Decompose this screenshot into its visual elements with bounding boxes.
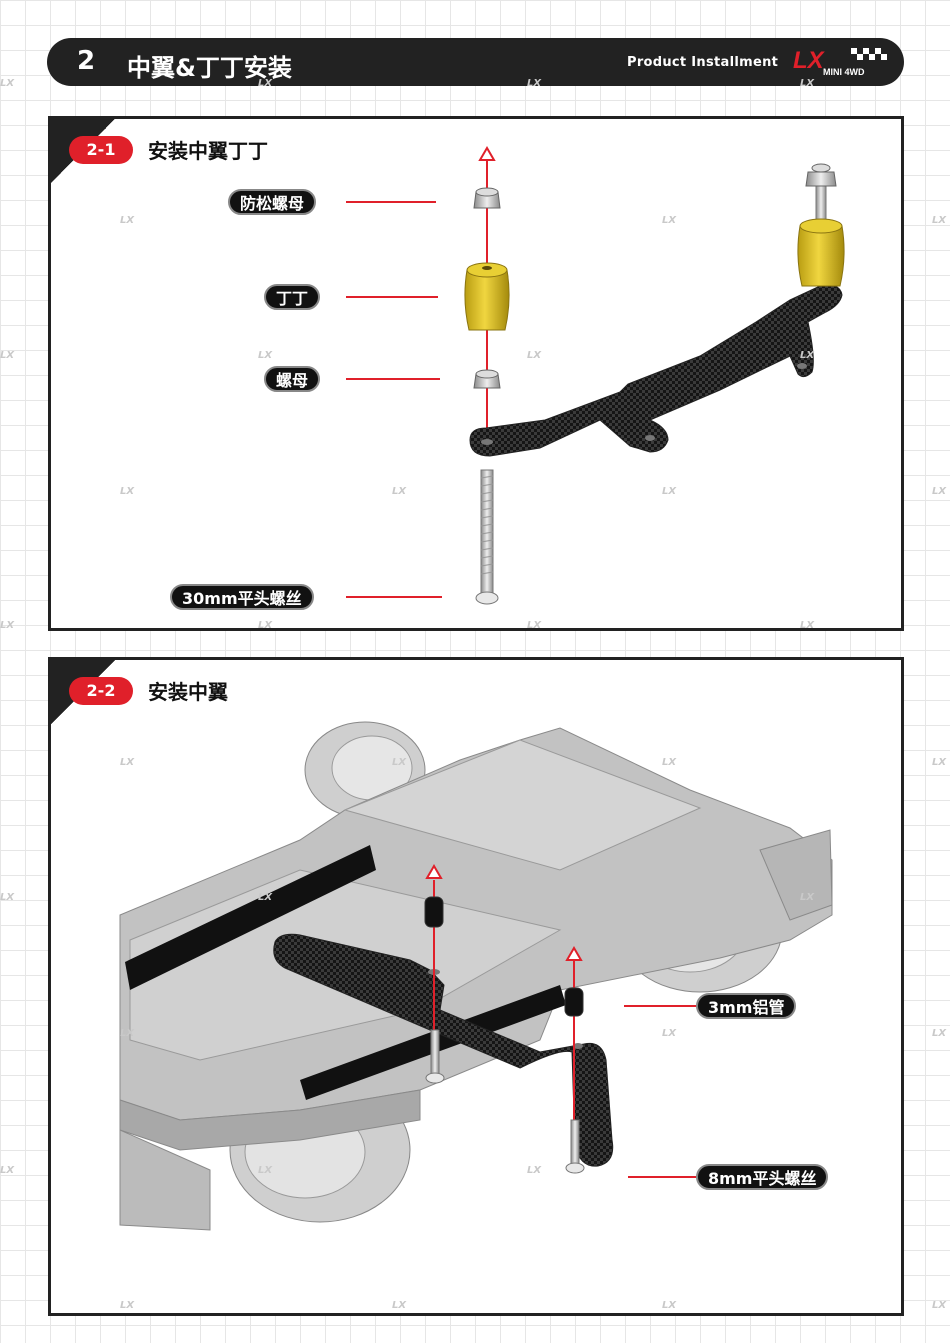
leader-line: [346, 296, 438, 298]
watermark: LX: [662, 486, 677, 497]
section-number: 2: [77, 46, 96, 76]
section-subtitle: Product Installment: [627, 55, 779, 70]
watermark: LX: [662, 215, 677, 226]
label-tube-3mm: 3mm铝管: [696, 993, 797, 1019]
watermark: LX: [392, 757, 407, 768]
leader-line: [628, 1176, 696, 1178]
watermark: LX: [527, 1165, 542, 1176]
watermark: LX: [0, 892, 15, 903]
watermark: LX: [932, 215, 947, 226]
logo-text: MINI 4WD: [823, 67, 865, 77]
watermark: LX: [392, 1300, 407, 1311]
watermark: LX: [120, 757, 135, 768]
section-header: 2 中翼&丁丁安装 Product Installment LX MINI 4W…: [47, 38, 904, 86]
step-title: 安装中翼: [148, 680, 228, 704]
watermark: LX: [800, 78, 815, 89]
lock-nut-part: [473, 187, 501, 209]
label-dingding: 丁丁: [264, 284, 321, 310]
assembled-roller: [797, 163, 845, 287]
screw-8mm-part: [570, 1119, 580, 1165]
watermark: LX: [527, 350, 542, 361]
watermark: LX: [120, 1300, 135, 1311]
step-badge: 2-1: [69, 136, 133, 164]
label-lock-nut: 防松螺母: [228, 189, 317, 215]
screw-30mm-part: [475, 469, 499, 605]
watermark: LX: [932, 1028, 947, 1039]
watermark: LX: [392, 486, 407, 497]
exploded-assembly: [464, 146, 845, 605]
watermark: LX: [662, 1300, 677, 1311]
nut-part: [473, 369, 501, 389]
watermark: LX: [932, 757, 947, 768]
watermark: LX: [258, 350, 273, 361]
carbon-plate-part: [469, 284, 843, 457]
label-screw-30mm: 30mm平头螺丝: [170, 584, 314, 610]
label-nut: 螺母: [264, 366, 321, 392]
watermark: LX: [258, 78, 273, 89]
section-title: 中翼&丁丁安装: [127, 54, 292, 82]
dingding-part: [464, 262, 510, 331]
arrow-up-icon: [565, 946, 583, 961]
label-screw-8mm: 8mm平头螺丝: [696, 1164, 829, 1190]
chassis-assembly: [119, 721, 833, 1231]
watermark: LX: [527, 78, 542, 89]
watermark: LX: [0, 620, 15, 631]
watermark: LX: [0, 350, 15, 361]
watermark: LX: [662, 757, 677, 768]
brand-logo: LX MINI 4WD: [793, 47, 887, 77]
watermark: LX: [258, 620, 273, 631]
watermark: LX: [800, 350, 815, 361]
watermark: LX: [662, 1028, 677, 1039]
watermark: LX: [0, 78, 15, 89]
leader-line: [346, 596, 442, 598]
watermark: LX: [0, 1165, 15, 1176]
watermark: LX: [258, 892, 273, 903]
watermark: LX: [800, 892, 815, 903]
watermark: LX: [527, 620, 542, 631]
watermark: LX: [120, 486, 135, 497]
leader-line: [346, 201, 436, 203]
arrow-up-icon: [425, 864, 443, 879]
tube-part: [424, 896, 444, 928]
watermark: LX: [932, 1300, 947, 1311]
watermark: LX: [120, 1028, 135, 1039]
watermark: LX: [932, 486, 947, 497]
step-badge: 2-2: [69, 677, 133, 705]
carbon-wing-plate: [273, 933, 614, 1167]
step-title: 安装中翼丁丁: [148, 139, 268, 163]
screw-8mm-part: [430, 1029, 440, 1075]
watermark: LX: [120, 215, 135, 226]
watermark: LX: [800, 620, 815, 631]
logo-mark: LX: [793, 47, 826, 74]
leader-line: [624, 1005, 696, 1007]
arrow-up-icon: [478, 146, 496, 161]
leader-line: [346, 378, 440, 380]
watermark: LX: [258, 1165, 273, 1176]
tube-part: [564, 987, 584, 1017]
